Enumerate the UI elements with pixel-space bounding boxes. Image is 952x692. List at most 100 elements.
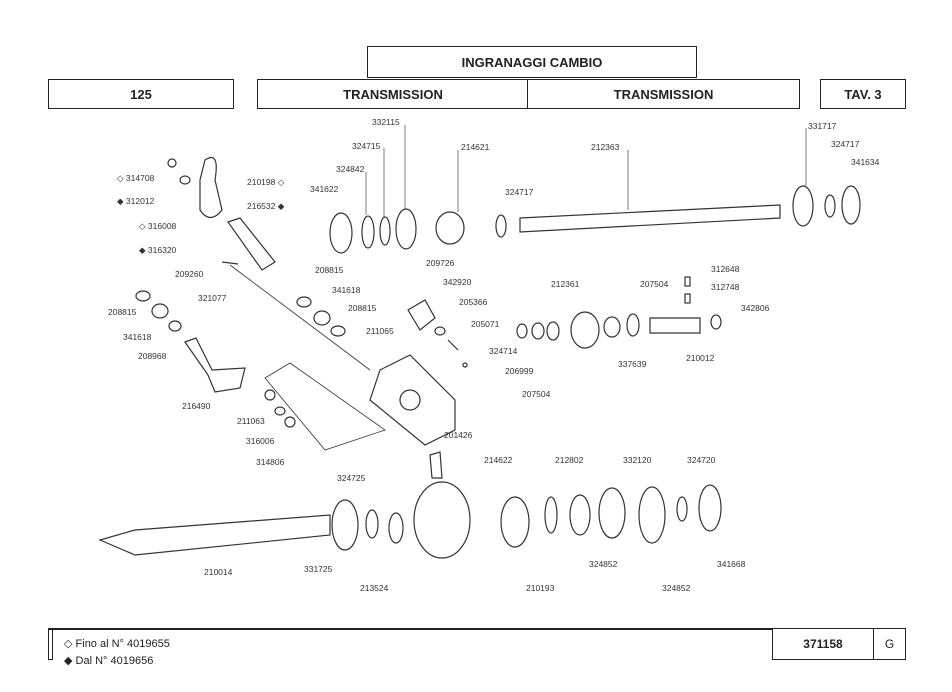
part-331717	[792, 185, 814, 227]
part-label: 324720	[687, 455, 716, 465]
part-209726	[407, 299, 436, 331]
part-210014	[98, 514, 331, 556]
part-label: 341634	[851, 157, 880, 167]
revision-box: G	[873, 628, 906, 660]
part-label: 341618	[123, 332, 152, 342]
part-331725	[331, 499, 359, 551]
part-label: 324842	[336, 164, 365, 174]
part-label: 209726	[426, 258, 455, 268]
part-label: 210193	[526, 583, 555, 593]
part-label: 208968	[138, 351, 167, 361]
part-label: ◇ 314708	[117, 173, 155, 183]
table-box: TAV. 3	[820, 79, 906, 109]
part-label: 316006	[246, 436, 275, 446]
part-201426	[429, 451, 443, 479]
model-label: 125	[130, 86, 152, 102]
part-324717b	[824, 194, 836, 218]
part-316008	[179, 175, 191, 185]
part-216490	[184, 337, 246, 393]
section-right-label: TRANSMISSION	[613, 86, 714, 102]
part-label: 324852	[662, 583, 691, 593]
legend-from: ◆ Dal N° 4019656	[64, 655, 154, 667]
footer-rule	[48, 628, 905, 630]
part-332115	[395, 208, 417, 250]
table-label: TAV. 3	[844, 86, 882, 102]
part-label: 341668	[717, 559, 746, 569]
part-label: 214622	[484, 455, 513, 465]
part-label: 341618	[332, 285, 361, 295]
part-label: ◆ 312012	[117, 196, 155, 206]
part-label: 211063	[237, 416, 265, 426]
part-label: 331717	[808, 121, 837, 131]
part-324715	[379, 216, 391, 246]
part-label: 210012	[686, 353, 715, 363]
part-label: 342920	[443, 277, 472, 287]
part-216532	[227, 217, 276, 271]
part-332120	[598, 487, 626, 539]
part-314708	[167, 158, 177, 168]
part-label: 324717	[505, 187, 534, 197]
part-label: 210198 ◇	[247, 177, 285, 187]
legend-until: ◇ Fino al N° 4019655	[64, 638, 170, 650]
model-box: 125	[48, 79, 234, 109]
part-label: 216532 ◆	[247, 201, 285, 211]
part-label: 341622	[310, 184, 339, 194]
part-label: 201426	[444, 430, 473, 440]
part-324717	[495, 214, 507, 238]
drawing-code-box: 371158	[772, 628, 874, 660]
part-label: 208815	[315, 265, 344, 275]
part-label: ◇ 316008	[139, 221, 177, 231]
footer-bracket	[48, 628, 53, 660]
part-label: 209260	[175, 269, 204, 279]
part-label: 207504	[522, 389, 551, 399]
part-label: 213524	[360, 583, 389, 593]
part-210193	[500, 496, 530, 548]
hollow-diamond-icon: ◇	[64, 638, 73, 650]
drawing-code: 371158	[803, 637, 843, 651]
part-label: 206999	[505, 366, 534, 376]
part-341634	[841, 185, 861, 225]
part-214621	[435, 211, 465, 245]
part-label: 324852	[589, 559, 618, 569]
part-label: 208815	[108, 307, 137, 317]
part-341668	[698, 484, 722, 532]
part-209260	[199, 156, 223, 219]
part-324842	[361, 215, 375, 249]
part-341622	[329, 212, 353, 254]
part-label: 312648	[711, 264, 740, 274]
part-label: ◆ 316320	[139, 245, 177, 255]
part-211065	[369, 354, 456, 446]
page-title: INGRANAGGI CAMBIO	[461, 54, 603, 70]
part-210012	[649, 317, 701, 334]
part-212363	[519, 204, 781, 233]
filled-diamond-icon: ◆	[64, 655, 73, 667]
part-label: 212363	[591, 142, 620, 152]
section-left-label: TRANSMISSION	[343, 86, 443, 102]
part-label: 321077	[198, 293, 227, 303]
part-label: 210014	[204, 567, 233, 577]
part-label: 212802	[555, 455, 584, 465]
part-214622	[413, 481, 471, 559]
part-label: 216490	[182, 401, 211, 411]
part-label: 212361	[551, 279, 580, 289]
part-label: 324715	[352, 141, 381, 151]
revision-letter: G	[884, 637, 895, 651]
part-label: 342806	[741, 303, 770, 313]
part-label: 205071	[471, 319, 500, 329]
part-321077	[221, 261, 239, 265]
part-label: 211065	[366, 326, 394, 336]
part-label: 324714	[489, 346, 518, 356]
part-label: 207504	[640, 279, 669, 289]
part-label: 214621	[461, 142, 490, 152]
part-212361	[570, 311, 600, 349]
part-label: 314806	[256, 457, 285, 467]
part-label: 324725	[337, 473, 366, 483]
part-label: 332115	[372, 117, 400, 127]
part-label: 332120	[623, 455, 652, 465]
part-label: 205366	[459, 297, 488, 307]
part-label: 208815	[348, 303, 377, 313]
section-left-box: TRANSMISSION	[257, 79, 529, 109]
part-label: 312748	[711, 282, 740, 292]
part-label: 337639	[618, 359, 647, 369]
